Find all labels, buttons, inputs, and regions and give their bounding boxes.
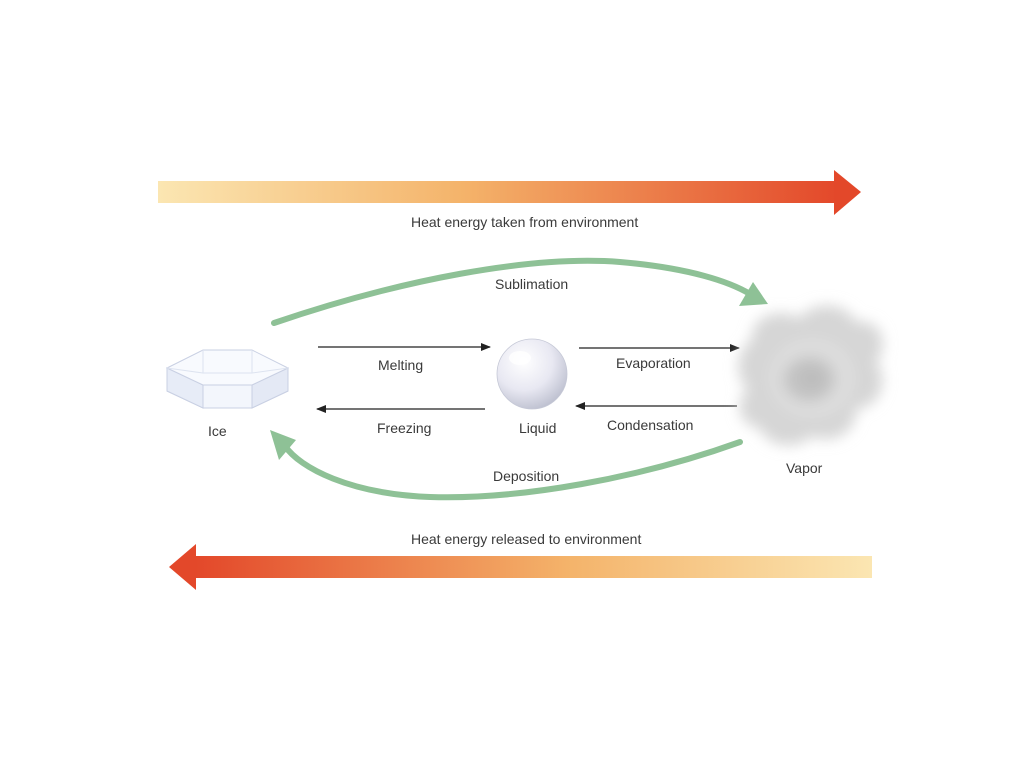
heat-released-arrow (169, 544, 872, 590)
heat-absorbed-label: Heat energy taken from environment (411, 214, 639, 230)
sublimation-label: Sublimation (495, 276, 569, 292)
vapor-cloud-icon (738, 305, 883, 446)
deposition-label: Deposition (493, 468, 560, 484)
evaporation-label: Evaporation (616, 355, 691, 371)
ice-crystal-icon (165, 349, 290, 409)
liquid-label: Liquid (519, 420, 557, 436)
liquid-droplet-icon (496, 338, 568, 410)
heat-absorbed-arrow (158, 170, 861, 215)
sublimation-arrow (271, 257, 768, 326)
melting-label: Melting (378, 357, 424, 373)
ice-label: Ice (208, 423, 227, 439)
vapor-label: Vapor (786, 460, 823, 476)
deposition-arrow (270, 430, 743, 501)
freezing-label: Freezing (377, 420, 432, 436)
condensation-label: Condensation (607, 417, 694, 433)
heat-released-label: Heat energy released to environment (411, 531, 642, 547)
